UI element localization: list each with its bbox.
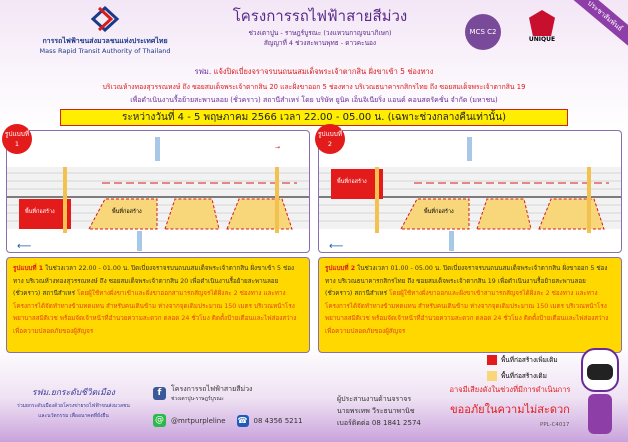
doc-code: PPL-C4017	[540, 422, 570, 428]
project-subtitle-2: สัญญาที่ 4 ช่วงสะพานพุทธ - ดาวคะนอง	[263, 39, 377, 47]
project-title-block: โครงการรถไฟฟ้าสายสีม่วง ช่วงเตาปูน - ราษ…	[200, 4, 440, 48]
mcs-c2-logo: MCS C2	[465, 14, 501, 50]
date-banner: ระหว่างวันที่ 4 - 5 พฤษภาคม 2566 เวลา 22…	[60, 109, 568, 126]
mascot-robot	[578, 348, 622, 440]
work-area-label: พื้นที่ก่อสร้าง	[112, 209, 142, 215]
panel-body: ในช่วงเวลา 22.00 - 01.00 น. ปิดเบี่ยงจรา…	[13, 265, 295, 297]
panel-head: รูปแบบที่ 2	[325, 265, 356, 272]
phone-number[interactable]: 08 4356 5211	[253, 416, 303, 425]
work-area-label: พื้นที่ก่อสร้าง	[424, 209, 454, 215]
panel-body-detail: โดยผู้ใช้ทางฝั่งขาออกและฝั่งขาเข้าสามารถ…	[325, 290, 609, 335]
line1-text: แจ้งปิดเบี่ยงจราจรบนถนนสมเด็จพระเจ้าตากส…	[213, 67, 434, 76]
closed-area-label: พื้นที่ก่อสร้าง	[337, 179, 367, 185]
slogan-sub-1: ร่วมยกระดับเมืองด้วยโครงข่ายรถไฟฟ้าขนส่ง…	[17, 403, 130, 409]
coord-phone: เบอร์ติดต่อ 08 1841 2574	[337, 419, 421, 427]
mrta-name-th: การรถไฟฟ้าขนส่งมวลชนแห่งประเทศไทย	[42, 37, 168, 45]
slogan-block: รฟม.ยกระดับชีวิตเมือง ร่วมยกระดับเมืองด้…	[6, 385, 141, 420]
unique-logo: UNIQUE	[522, 10, 562, 43]
facebook-icon: f	[153, 387, 166, 400]
closed-area-label: พื้นที่ก่อสร้าง	[25, 209, 55, 215]
project-title: โครงการรถไฟฟ้าสายสีม่วง	[232, 7, 408, 25]
project-subtitle-1: ช่วงเตาปูน - ราษฎร์บูรณะ (วงแหวนกาญจนาภิ…	[248, 29, 392, 37]
pr-ribbon: ประชาสัมพันธ์	[565, 0, 628, 52]
traffic-diagram-2: ⟵ พื้นที่ก่อสร้าง พื้นที่ก่อสร้าง	[318, 130, 622, 253]
coord-title: ผู้ประสานงานด้านจราจร	[337, 395, 412, 403]
legend-swatch-existing	[487, 371, 497, 381]
slogan: รฟม.ยกระดับชีวิตเมือง	[32, 388, 115, 398]
diagram-1-badge: รูปแบบที่ 1	[2, 124, 32, 154]
panel-body-detail: โดยผู้ใช้ทางฝั่งขาเข้าและฝั่งขาออกสามารถ…	[13, 290, 297, 335]
legend: พื้นที่ก่อสร้างเพิ่มเติม พื้นที่ก่อสร้าง…	[487, 355, 558, 387]
legend-new-label: พื้นที่ก่อสร้างเพิ่มเติม	[501, 356, 558, 364]
line-id[interactable]: @mrtpurpleline	[171, 416, 226, 425]
description-panel-2: รูปแบบที่ 2 ในช่วงเวลา 01.00 - 05.00 น. …	[318, 257, 622, 353]
traffic-diagram-1: → ⟵ พื้นที่ก่อสร้าง พื้นที่ก่อสร้าง	[6, 130, 310, 253]
mrta-logo: การรถไฟฟ้าขนส่งมวลชนแห่งประเทศไทย Mass R…	[30, 5, 180, 55]
mrta-emblem-icon	[90, 5, 120, 33]
apology-block: อาจมีเสียงดังในช่วงที่มีการดำเนินการ ขออ…	[445, 384, 575, 418]
apology-line-2: ขออภัยในความไม่สะดวก	[450, 403, 570, 416]
announcement-line-3: เพื่อดำเนินงานรื้อย้ายสะพานลอย (ชั่วคราว…	[130, 96, 498, 104]
facebook-sub: ช่วงเตาปูน-ราษฎร์บูรณะ	[171, 396, 224, 402]
announcement-line-1: รฟม. แจ้งปิดเบี่ยงจราจรบนถนนสมเด็จพระเจ้…	[0, 66, 628, 78]
rfm-prefix: รฟม.	[194, 67, 212, 76]
announcement-line-2: บริเวณห้างทองสุวรรณหงษ์ ถึง ซอยสมเด็จพระ…	[102, 83, 526, 91]
facebook-link[interactable]: f โครงการรถไฟฟ้าสายสีม่วงช่วงเตาปูน-ราษฎ…	[153, 384, 252, 403]
panel-head: รูปแบบที่ 1	[13, 265, 44, 272]
description-panel-1: รูปแบบที่ 1 ในช่วงเวลา 22.00 - 01.00 น. …	[6, 257, 310, 353]
phone-icon: ☎	[236, 414, 249, 427]
svg-text:→: →	[275, 144, 280, 151]
diagram-2-badge: รูปแบบที่ 2	[315, 124, 345, 154]
coord-name: นายพรเทพ วีระธนาพานิช	[337, 407, 415, 415]
mrta-name-en: Mass Rapid Transit Authority of Thailand	[39, 47, 171, 55]
svg-text:⟵: ⟵	[17, 241, 31, 252]
legend-existing-label: พื้นที่ก่อสร้างเดิม	[501, 372, 547, 380]
contact-row: @ @mrtpurpleline ☎ 08 4356 5211	[153, 414, 303, 427]
legend-swatch-new	[487, 355, 497, 365]
new-closure-area	[19, 199, 71, 229]
facebook-name: โครงการรถไฟฟ้าสายสีม่วง	[171, 385, 253, 393]
svg-text:⟵: ⟵	[329, 241, 343, 252]
panel-body: ในช่วงเวลา 01.00 - 05.00 น. ปิดเบี่ยงจรา…	[325, 265, 608, 297]
apology-line-1: อาจมีเสียงดังในช่วงที่มีการดำเนินการ	[449, 385, 571, 394]
line-icon: @	[153, 414, 166, 427]
traffic-coordinator: ผู้ประสานงานด้านจราจร นายพรเทพ วีระธนาพา…	[337, 393, 421, 429]
slogan-sub-2: และนวัตกรรม เพื่ออนาคตที่ยั่งยืน	[38, 413, 109, 419]
